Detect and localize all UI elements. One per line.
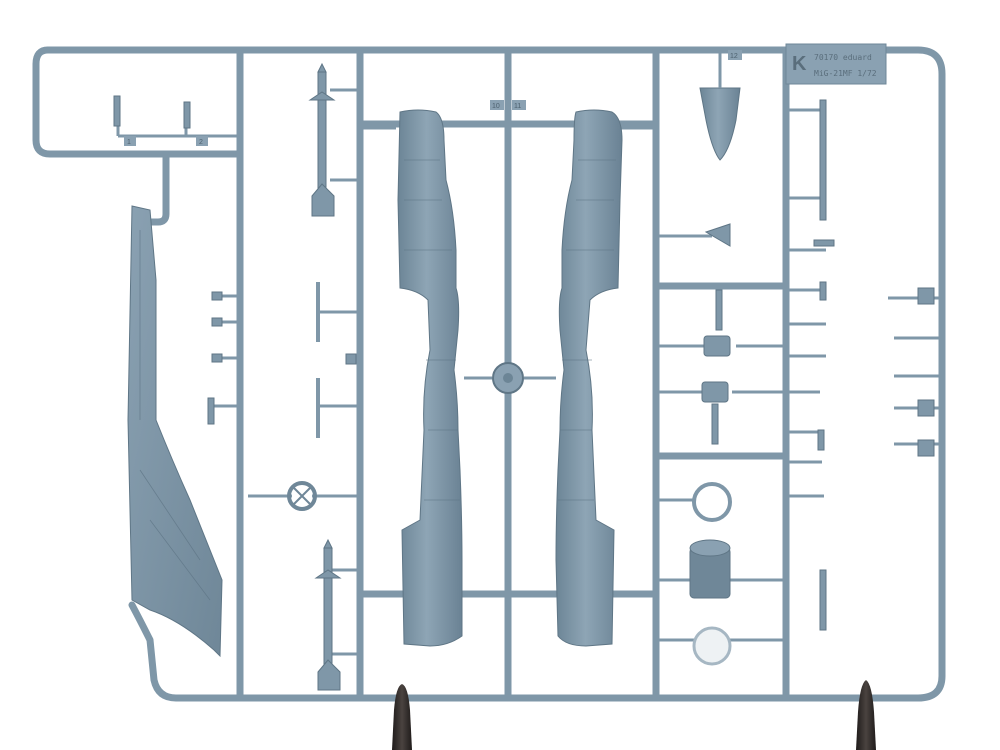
part-number-2: 2 xyxy=(199,139,203,146)
part-number-12: 12 xyxy=(730,53,738,60)
nose-cone-part xyxy=(699,87,741,161)
clear-ring-part xyxy=(692,626,732,666)
missile-top xyxy=(308,62,336,217)
part-number-10: 10 xyxy=(492,103,500,110)
round-wheel-part xyxy=(287,481,317,511)
sprue-letter: K xyxy=(792,53,807,75)
seat-parts xyxy=(701,223,731,445)
part-number-1: 1 xyxy=(127,139,131,146)
part-number-tags: 1 2 10 11 12 xyxy=(124,50,742,146)
sprue-gates xyxy=(116,88,942,656)
sprue-code-line-2: MiG-21MF 1/72 xyxy=(814,69,877,78)
display-stands xyxy=(392,680,876,750)
sprue-tag: K 70170 eduard MiG-21MF 1/72 xyxy=(785,43,887,85)
exhaust-nozzle-part xyxy=(689,539,731,599)
missile-bottom xyxy=(314,538,342,691)
panel-lines xyxy=(404,159,616,501)
small-parts-right xyxy=(813,99,935,631)
vertical-fin-part xyxy=(127,205,223,658)
sprue-code-line-1: 70170 eduard xyxy=(814,53,872,62)
ring-part xyxy=(692,482,732,522)
small-parts-left xyxy=(113,95,357,425)
fuselage-half-right xyxy=(555,109,623,647)
part-number-11: 11 xyxy=(514,103,521,110)
